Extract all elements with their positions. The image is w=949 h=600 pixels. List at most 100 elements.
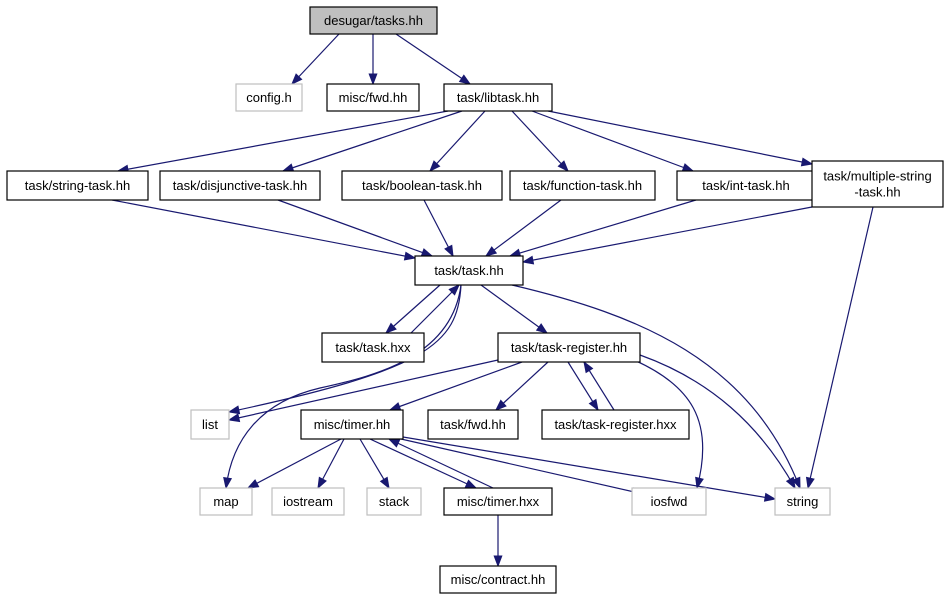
node-misc-fwd-label: misc/fwd.hh [339,90,408,105]
node-iosfwd-box[interactable] [631,487,707,516]
node-string-task-label: task/string-task.hh [25,178,131,193]
node-config-h-box[interactable] [235,83,303,112]
node-root-label: desugar/tasks.hh [324,13,423,28]
node-misc-contract[interactable]: misc/contract.hh [439,565,557,594]
node-libtask-label: task/libtask.hh [457,90,539,105]
node-task-register-box[interactable] [497,332,641,363]
node-string-task[interactable]: task/string-task.hh [6,170,149,201]
edge-misc-timer-to-iostream [317,438,345,490]
edge-task-register-to-string-line [639,354,796,489]
edge-boolean-task-to-task-hh-arrowhead [444,244,454,258]
edge-string-task-to-task-hh [111,199,417,261]
node-function-task-box[interactable] [509,170,656,201]
node-disjunctive-task-label: task/disjunctive-task.hh [173,178,307,193]
edge-multiple-string-task-to-string [805,206,874,490]
edge-libtask-to-boolean-task-arrowhead [429,160,441,173]
node-libtask[interactable]: task/libtask.hh [443,83,553,112]
node-config-h[interactable]: config.h [235,83,303,112]
node-task-register[interactable]: task/task-register.hh [497,332,641,363]
node-string-label: string [787,494,819,509]
node-stack-label: stack [379,494,410,509]
edge-int-task-to-task-hh-line [509,199,697,257]
edge-task-register-to-string [639,354,796,490]
edge-disjunctive-task-to-task-hh [277,199,434,257]
node-misc-timer-hxx-box[interactable] [443,487,553,516]
node-multiple-string-task-box[interactable] [811,160,944,208]
edge-boolean-task-to-task-hh-line [423,199,454,257]
edge-libtask-to-function-task [511,110,569,173]
node-int-task[interactable]: task/int-task.hh [676,170,816,201]
node-boolean-task-box[interactable] [341,170,503,201]
node-list-box[interactable] [190,409,230,440]
node-function-task[interactable]: task/function-task.hh [509,170,656,201]
node-task-hxx-label: task/task.hxx [335,340,411,355]
edge-libtask-to-multiple-string-task-line [547,110,813,165]
node-misc-timer-hxx-label: misc/timer.hxx [457,494,540,509]
edge-root-to-config-h-line [291,33,340,85]
edge-task-register-to-iosfwd [633,359,704,490]
node-task-fwd-box[interactable] [427,409,519,440]
edge-task-register-to-task-fwd-arrowhead [494,399,507,411]
edge-task-hh-to-string [511,284,801,490]
edge-task-hh-to-task-register-arrowhead [535,323,549,334]
node-task-hxx-box[interactable] [321,332,425,363]
edge-task-hh-to-task-register [480,284,549,334]
node-multiple-string-task[interactable]: task/multiple-string-task.hh [811,160,944,208]
node-iosfwd[interactable]: iosfwd [631,487,707,516]
edge-misc-timer-to-map-line [247,438,342,489]
edge-libtask-to-multiple-string-task [547,110,814,167]
edge-task-hh-to-string-line [511,284,801,489]
node-boolean-task-label: task/boolean-task.hh [362,178,482,193]
node-task-register-hxx-box[interactable] [541,409,690,440]
node-int-task-box[interactable] [676,170,816,201]
node-misc-fwd[interactable]: misc/fwd.hh [326,83,420,112]
node-stack-box[interactable] [366,487,422,516]
node-misc-timer-hxx[interactable]: misc/timer.hxx [443,487,553,516]
edge-task-register-to-task-fwd-line [495,361,549,411]
node-task-fwd[interactable]: task/fwd.hh [427,409,519,440]
edge-misc-timer-to-map [246,438,342,489]
edge-misc-timer-to-map-arrowhead [246,479,260,489]
node-stack[interactable]: stack [366,487,422,516]
node-task-hxx[interactable]: task/task.hxx [321,332,425,363]
node-task-hh[interactable]: task/task.hh [414,255,524,286]
edge-boolean-task-to-task-hh [423,199,454,258]
node-multiple-string-task-label: -task.hh [854,185,900,200]
edge-task-hxx-to-task-hh [410,284,460,334]
edge-function-task-to-task-hh [484,199,562,257]
edge-multiple-string-task-to-string-line [807,206,874,489]
edge-libtask-to-boolean-task [429,110,486,173]
node-list[interactable]: list [190,409,230,440]
edge-task-register-to-iosfwd-arrowhead [695,476,704,490]
edge-root-to-config-h-arrowhead [291,73,303,86]
node-libtask-box[interactable] [443,83,553,112]
edge-multiple-string-task-to-string-arrowhead [805,476,815,490]
node-iostream[interactable]: iostream [271,487,345,516]
node-disjunctive-task-box[interactable] [159,170,321,201]
node-int-task-label: task/int-task.hh [702,178,789,193]
edge-task-register-to-task-register-hxx [567,361,599,412]
edge-root-to-config-h [291,33,340,86]
node-string-box[interactable] [774,487,831,516]
node-disjunctive-task[interactable]: task/disjunctive-task.hh [159,170,321,201]
node-root[interactable]: desugar/tasks.hh [309,6,438,35]
edge-task-hh-to-list-arrowhead [227,405,241,415]
node-string-task-box[interactable] [6,170,149,201]
node-task-register-hxx[interactable]: task/task-register.hxx [541,409,690,440]
node-misc-timer-box[interactable] [300,409,404,440]
edge-misc-timer-hxx-to-misc-contract [493,515,503,568]
node-root-box[interactable] [309,6,438,35]
node-misc-fwd-box[interactable] [326,83,420,112]
edge-task-register-to-task-fwd [494,361,549,411]
edge-layer [111,33,874,568]
node-map[interactable]: map [199,487,253,516]
node-boolean-task[interactable]: task/boolean-task.hh [341,170,503,201]
edge-misc-timer-to-misc-timer-hxx-line [369,438,477,489]
node-string[interactable]: string [774,487,831,516]
node-misc-timer[interactable]: misc/timer.hh [300,409,404,440]
edge-root-to-libtask [395,33,472,85]
node-misc-contract-box[interactable] [439,565,557,594]
node-task-hh-box[interactable] [414,255,524,286]
node-map-box[interactable] [199,487,253,516]
node-iostream-box[interactable] [271,487,345,516]
